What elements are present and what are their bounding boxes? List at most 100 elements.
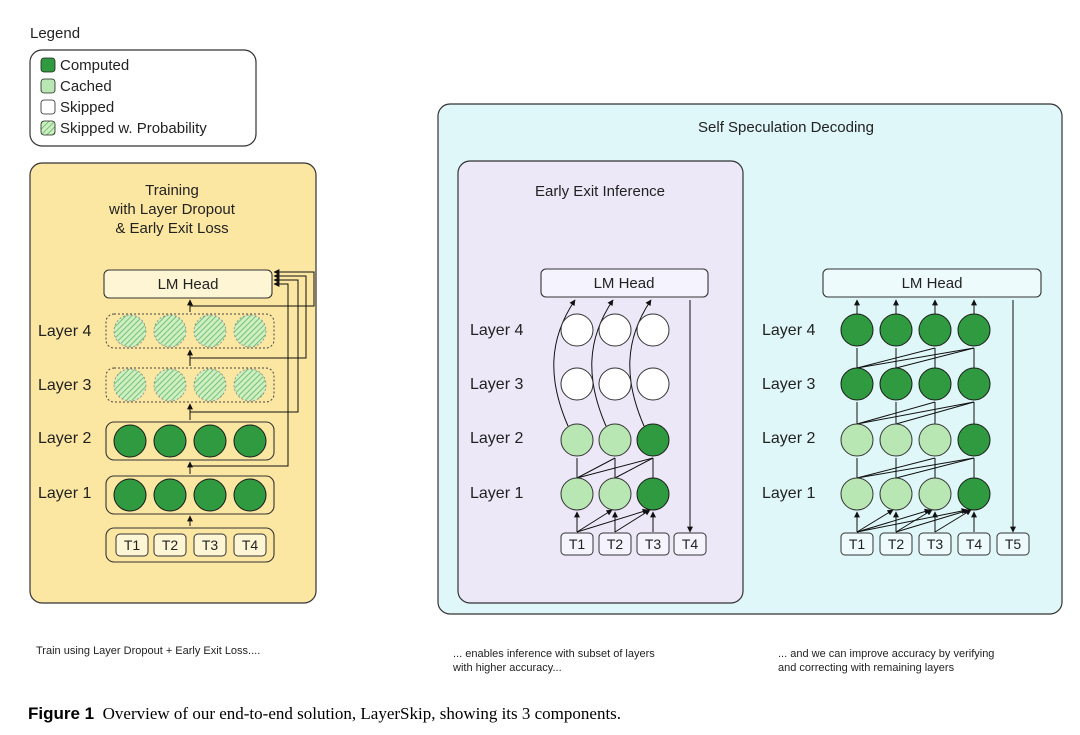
training-token-3	[193, 533, 227, 557]
ee-token-2-label: T2	[607, 536, 624, 552]
layerskip-diagram: Legend Computed Cached Skipped Skipped w…	[29, 25, 1063, 674]
training-layer-4-label: Layer 4	[38, 323, 91, 340]
legend-label-cached: Cached	[60, 78, 112, 95]
ee-token-1-label: T1	[569, 536, 586, 552]
training-layer-1-label: Layer 1	[38, 485, 91, 502]
verify-connections	[854, 299, 1016, 533]
training-layer-4-row	[105, 313, 275, 349]
ee-l4-node-1	[560, 313, 594, 347]
training-token-4-label: T4	[242, 537, 259, 553]
verify-l2-node-2	[879, 423, 913, 457]
legend-label-skipped: Skipped	[60, 99, 114, 116]
verify-token-2	[879, 532, 913, 556]
legend-title: Legend	[30, 25, 80, 42]
ee-layer-4-label: Layer 4	[470, 322, 523, 339]
training-l1-node-3	[193, 478, 227, 512]
ee-l3-node-3	[636, 367, 670, 401]
training-layer-1-nodes	[113, 478, 267, 512]
ee-layer-3-nodes	[560, 367, 670, 401]
training-l4-node-1	[113, 314, 147, 348]
training-lm-head	[103, 269, 273, 299]
training-l2-node-1	[113, 424, 147, 458]
early-exit-lm-head	[540, 268, 709, 298]
ee-token-1	[560, 532, 594, 556]
ee-layer-1-nodes	[560, 477, 670, 511]
legend-item-computed: Computed	[40, 57, 129, 74]
verify-token-1-label: T1	[849, 536, 866, 552]
training-title-line-3: & Early Exit Loss	[115, 220, 228, 237]
verify-note-line-2: and correcting with remaining layers	[778, 662, 955, 674]
training-l3-node-2	[153, 368, 187, 402]
verify-l1-node-2	[879, 477, 913, 511]
training-token-3-label: T3	[202, 537, 219, 553]
training-layer-3-row	[105, 367, 275, 403]
training-note: Train using Layer Dropout + Early Exit L…	[36, 645, 260, 657]
training-token-1-label: T1	[124, 537, 141, 553]
training-layer-2-nodes	[113, 424, 267, 458]
legend-item-skipped-prob: Skipped w. Probability	[40, 120, 207, 137]
training-token-row	[105, 527, 275, 563]
verify-l4-node-1	[840, 313, 874, 347]
ee-token-4	[673, 532, 707, 556]
training-l4-node-3	[193, 314, 227, 348]
verify-layer-3-nodes	[840, 367, 991, 401]
training-l4-node-2	[153, 314, 187, 348]
training-l4-node-4	[233, 314, 267, 348]
ee-layer-2-nodes	[560, 423, 670, 457]
self-spec-title: Self Speculation Decoding	[698, 119, 874, 136]
training-l2-node-4	[233, 424, 267, 458]
training-layer-2-label: Layer 2	[38, 430, 91, 447]
verify-layer-4-nodes	[840, 313, 991, 347]
verify-tokens: T1 T2 T3 T4 T5	[840, 532, 1030, 556]
legend-label-computed: Computed	[60, 57, 129, 74]
cached-swatch	[40, 78, 56, 94]
ee-layer-3-label: Layer 3	[470, 376, 523, 393]
verify-token-1	[840, 532, 874, 556]
training-title-line-2: with Layer Dropout	[108, 201, 236, 218]
figure-caption-label: Figure 1	[28, 704, 95, 723]
training-l3-node-4	[233, 368, 267, 402]
training-layer-3-nodes	[113, 368, 267, 402]
ee-l4-node-2	[598, 313, 632, 347]
verify-layer-3-label: Layer 3	[762, 376, 815, 393]
computed-swatch	[40, 57, 56, 73]
verify-l4-node-4	[957, 313, 991, 347]
verify-layer-2-nodes	[840, 423, 991, 457]
skipped-swatch	[40, 99, 56, 115]
training-layer-1-row	[105, 475, 275, 515]
ee-layer-2-label: Layer 2	[470, 430, 523, 447]
early-exit-note-line-1: ... enables inference with subset of lay…	[453, 648, 655, 660]
verify-token-4	[957, 532, 991, 556]
ee-l2-node-3	[636, 423, 670, 457]
training-layer-3-label: Layer 3	[38, 377, 91, 394]
ee-layer-1-label: Layer 1	[470, 485, 523, 502]
training-token-4	[233, 533, 267, 557]
verify-l3-node-4	[957, 367, 991, 401]
verify-layer-1-nodes	[840, 477, 991, 511]
ee-token-3-label: T3	[645, 536, 662, 552]
verify-l4-node-2	[879, 313, 913, 347]
early-exit-title: Early Exit Inference	[535, 183, 665, 200]
verify-l1-node-3	[918, 477, 952, 511]
verify-l2-node-4	[957, 423, 991, 457]
ee-layer-4-nodes	[560, 313, 670, 347]
training-l2-node-2	[153, 424, 187, 458]
verify-l4-node-3	[918, 313, 952, 347]
training-l1-node-4	[233, 478, 267, 512]
training-token-2-label: T2	[162, 537, 179, 553]
verify-token-3-label: T3	[927, 536, 944, 552]
ee-token-3	[636, 532, 670, 556]
training-token-2	[153, 533, 187, 557]
figure-caption-text: Overview of our end-to-end solution, Lay…	[102, 704, 622, 723]
ee-l3-node-1	[560, 367, 594, 401]
early-exit-lm-head-label: LM Head	[594, 275, 655, 292]
verify-note-line-1: ... and we can improve accuracy by verif…	[778, 648, 994, 660]
figure-caption: Figure 1 Overview of our end-to-end solu…	[28, 704, 621, 724]
training-l2-node-3	[193, 424, 227, 458]
verify-l1-node-1	[840, 477, 874, 511]
verify-layer-1-label: Layer 1	[762, 485, 815, 502]
ee-l2-node-2	[598, 423, 632, 457]
verify-l2-node-1	[840, 423, 874, 457]
ee-token-4-label: T4	[682, 536, 699, 552]
skipped-prob-swatch	[40, 120, 56, 136]
